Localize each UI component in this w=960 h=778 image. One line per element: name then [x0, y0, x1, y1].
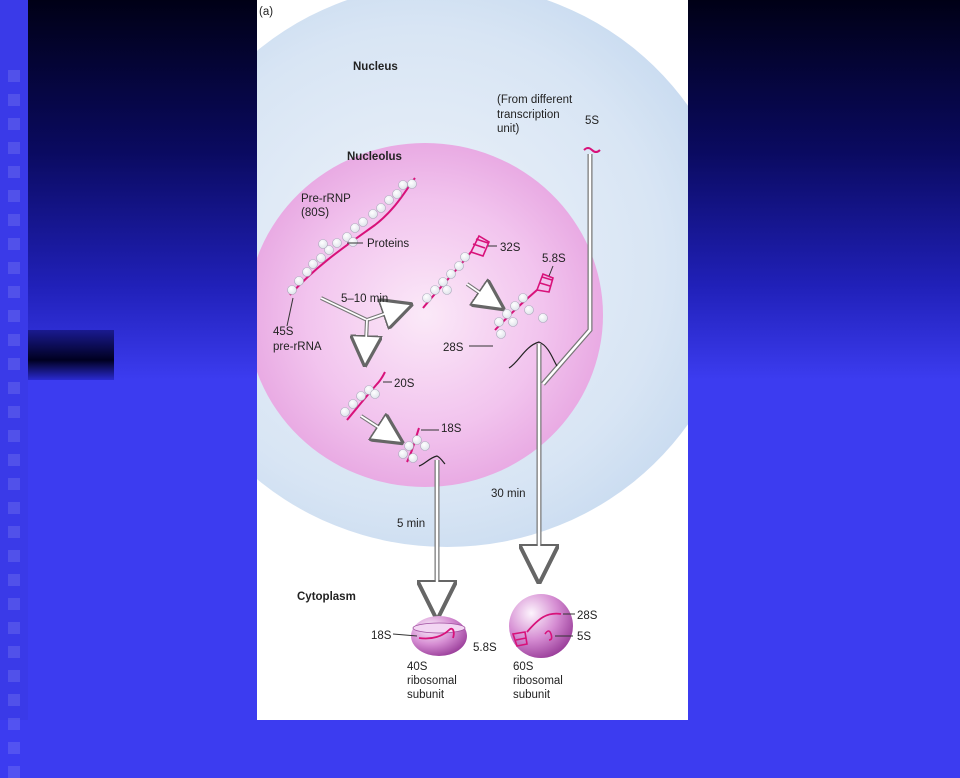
label-5s-top: 5S [585, 115, 599, 127]
subunit-60s-subunit: subunit [513, 689, 551, 701]
subunit-60s-label: 60S [513, 661, 534, 673]
transcription-label: transcription [497, 109, 560, 121]
time-30-label: 30 min [491, 488, 526, 500]
decorative-square [8, 262, 20, 274]
protein-cluster-28s [494, 293, 548, 339]
rna-5-8s-nucleolus [535, 272, 554, 293]
label-18s-subunit-leader [392, 633, 418, 637]
decorative-square [8, 94, 20, 106]
panel-label: (a) [259, 6, 273, 18]
protein-cluster-32s [422, 252, 470, 303]
decorative-square [8, 766, 20, 778]
rna-5s-top [583, 147, 601, 153]
label-20s: 20S [394, 378, 415, 390]
label-18s-nucleolus: 18S [441, 423, 462, 435]
decorative-square [8, 214, 20, 226]
subunit-40s-label: 40S [407, 661, 428, 673]
bracket-28s [508, 341, 558, 369]
subunit-60s [509, 594, 573, 658]
decorative-square [8, 646, 20, 658]
decorative-square [8, 574, 20, 586]
decorative-square [8, 430, 20, 442]
subunit-40s-subunit: subunit [407, 689, 445, 701]
decorative-square [8, 286, 20, 298]
decorative-square [8, 598, 20, 610]
rna-32s-loop [469, 234, 491, 257]
decorative-square [8, 478, 20, 490]
subunit-60s-ribosomal: ribosomal [513, 675, 563, 687]
label-32s: 32S [500, 242, 521, 254]
rna-5s-subunit [544, 630, 553, 641]
rna-18s-subunit [418, 627, 455, 640]
cytoplasm-label: Cytoplasm [297, 591, 356, 603]
protein-cluster-20s [340, 385, 380, 417]
time-5-10-label: 5–10 min [341, 293, 388, 305]
decorative-square [8, 382, 20, 394]
nucleus-label: Nucleus [353, 61, 398, 73]
decorative-square [8, 406, 20, 418]
pre-rrna-45s-label: 45S [273, 326, 294, 338]
decorative-square [8, 550, 20, 562]
pre-rrna-label: pre-rRNA [273, 341, 322, 353]
protein-cluster-45s [287, 179, 417, 295]
subunit-40s-ribosomal: ribosomal [407, 675, 457, 687]
decorative-square [8, 118, 20, 130]
decorative-square [8, 454, 20, 466]
decorative-square [8, 670, 20, 682]
rrna-processing-diagram: (a) Nucleus Nucleolus Cytoplasm (From di… [257, 0, 688, 701]
proteins-label: Proteins [367, 238, 409, 250]
rna-28s-subunit [526, 612, 562, 633]
decorative-square [8, 526, 20, 538]
bracket-18s [418, 455, 446, 467]
label-5-8s-subunit: 5.8S [473, 642, 497, 654]
decorative-square [8, 742, 20, 754]
decorative-square [8, 142, 20, 154]
from-different-label: (From different [497, 94, 573, 106]
decorative-square [8, 694, 20, 706]
decorative-square [8, 310, 20, 322]
unit-label: unit) [497, 123, 520, 135]
pre-rrna-leader [286, 297, 294, 327]
decorative-square [8, 622, 20, 634]
label-28s-nucleolus: 28S [443, 342, 464, 354]
rna-20s [346, 371, 386, 421]
pre-rrnp-label: Pre-rRNP [301, 193, 351, 205]
nucleolus-region [257, 143, 603, 487]
figure-panel: (a) Nucleus Nucleolus Cytoplasm (From di… [257, 0, 688, 720]
slide-background-band-accent [28, 330, 114, 380]
pre-rrnp-80s-label: (80S) [301, 207, 329, 219]
slide-left-decoration [0, 0, 28, 778]
decorative-square [8, 190, 20, 202]
time-5-label: 5 min [397, 518, 425, 530]
nucleolus-label: Nucleolus [347, 151, 402, 163]
decorative-square [8, 238, 20, 250]
rna-5-8s-subunit [511, 631, 528, 647]
decorative-square [8, 502, 20, 514]
decorative-square [8, 358, 20, 370]
decorative-square [8, 166, 20, 178]
decorative-square [8, 70, 20, 82]
label-5s-subunit: 5S [577, 631, 591, 643]
label-28s-subunit: 28S [577, 610, 598, 622]
label-5-8s-nucleolus: 5.8S [542, 253, 566, 265]
protein-cluster-18s [398, 435, 430, 463]
label-5-8s-leader [548, 265, 554, 277]
decorative-square [8, 334, 20, 346]
label-18s-subunit: 18S [371, 630, 392, 642]
